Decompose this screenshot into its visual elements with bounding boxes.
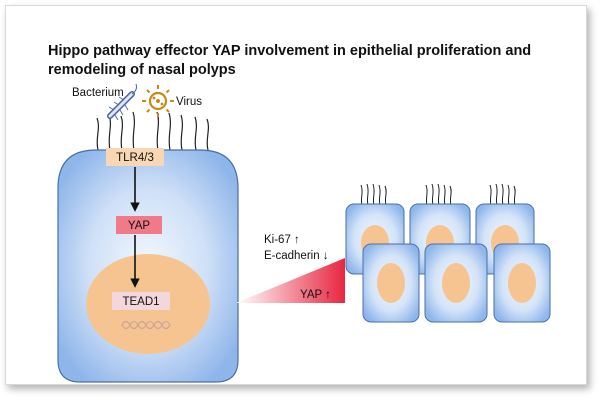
cluster-cell-front-1: [362, 243, 420, 323]
figure-title: Hippo pathway effector YAP involvement i…: [48, 42, 568, 80]
virus-label: Virus: [176, 96, 202, 108]
marker-ecadherin: E-cadherin ↓: [264, 250, 329, 262]
marker-ki67: Ki-67 ↑: [264, 234, 300, 246]
yap-gradient-label: YAP ↑: [300, 289, 331, 301]
bacterium-icon: [107, 83, 137, 121]
yap-box: [116, 216, 162, 234]
cluster-cell-front-2: [424, 243, 488, 323]
title-line-2: remodeling of nasal polyps: [48, 62, 236, 78]
dna-strand-2: [121, 321, 171, 329]
tead1-label: TEAD1: [122, 296, 159, 308]
cell-cluster: [345, 183, 551, 323]
bacterium-label: Bacterium: [72, 87, 124, 99]
tlr-receptor-label: TLR4/3: [116, 152, 154, 164]
cluster-cell-front-3: [493, 243, 551, 323]
yap-label: YAP: [128, 220, 150, 232]
tead1-box: [112, 292, 170, 310]
virus-icon: [142, 85, 174, 117]
yap-gradient-wedge: [236, 258, 345, 303]
cilia-large: [96, 111, 210, 151]
epithelial-cell-large: TLR4/3 YAP TEAD1: [57, 111, 239, 383]
title-line-1: Hippo pathway effector YAP involvement i…: [48, 43, 532, 59]
tlr-receptor-box: [106, 148, 164, 166]
